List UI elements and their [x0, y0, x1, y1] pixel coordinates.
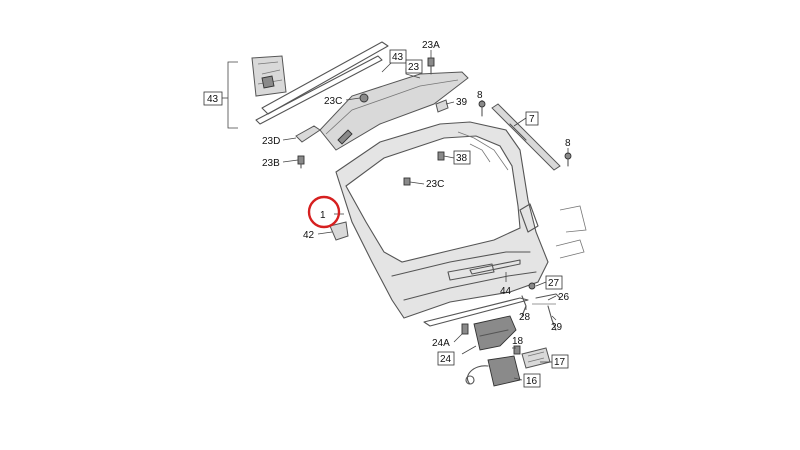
svg-text:23D: 23D: [262, 136, 280, 147]
label-28: 28: [519, 312, 531, 323]
part-26-cable-bracket: [532, 293, 561, 305]
svg-text:18: 18: [512, 336, 524, 347]
svg-text:27: 27: [548, 278, 560, 289]
part-23D-clip: [295, 125, 321, 143]
label-42: 42: [303, 230, 315, 241]
part-24A-screw: [461, 323, 469, 335]
label-43-left: 43: [203, 91, 223, 106]
svg-text:23C: 23C: [426, 179, 444, 190]
part-23B-screw: [297, 155, 305, 169]
part-8-ball-stud-top: [478, 100, 486, 117]
label-23: 23: [405, 59, 423, 74]
svg-text:38: 38: [456, 153, 468, 164]
label-24: 24: [437, 351, 455, 366]
svg-text:1: 1: [320, 210, 326, 221]
svg-text:23: 23: [408, 62, 420, 73]
label-38: 38: [453, 150, 471, 165]
svg-text:28: 28: [519, 312, 531, 323]
label-17: 17: [551, 354, 569, 369]
part-23-spoiler: [319, 71, 469, 151]
svg-text:17: 17: [554, 357, 566, 368]
part-16-actuator: [465, 355, 521, 387]
part-23C-nut-top: [359, 93, 369, 103]
svg-text:24: 24: [440, 354, 452, 365]
label-1: 1: [320, 210, 326, 221]
part-43-bag: [251, 55, 287, 97]
part-39-bracket: [435, 99, 449, 113]
label-29: 29: [551, 322, 563, 333]
svg-text:23C: 23C: [324, 96, 342, 107]
label-39: 39: [456, 97, 468, 108]
part-23C-nut-mid: [403, 177, 411, 186]
bracket-43: [227, 61, 238, 129]
label-7: 7: [525, 111, 539, 126]
label-23A: 23A: [422, 40, 440, 51]
label-23C-top: 23C: [324, 96, 342, 107]
label-43-top: 43: [389, 49, 407, 64]
svg-text:24A: 24A: [432, 338, 450, 349]
label-23C-mid: 23C: [426, 179, 444, 190]
label-8-right: 8: [565, 138, 571, 149]
part-23A-bolt: [427, 57, 435, 75]
part-17-switch: [521, 347, 551, 369]
part-7-gas-strut: [491, 103, 561, 171]
part-43-trim-strip: [255, 41, 389, 125]
label-27: 27: [545, 275, 563, 290]
label-24A: 24A: [432, 338, 450, 349]
part-38-stop: [437, 151, 445, 161]
svg-text:8: 8: [477, 90, 483, 101]
svg-text:8: 8: [565, 138, 571, 149]
part-44-trim: [469, 259, 521, 275]
part-8-ball-stud-right: [564, 152, 572, 167]
label-23D: 23D: [262, 136, 280, 147]
svg-text:26: 26: [558, 292, 570, 303]
part-27-screw: [528, 282, 536, 290]
highlight-circle: [307, 195, 341, 229]
svg-text:16: 16: [526, 376, 538, 387]
part-24-lock: [473, 315, 517, 351]
part-42-hinge: [329, 221, 349, 241]
label-8-top: 8: [477, 90, 483, 101]
label-26: 26: [558, 292, 570, 303]
svg-text:7: 7: [529, 114, 535, 125]
label-16: 16: [523, 373, 541, 388]
svg-text:23B: 23B: [262, 158, 280, 169]
part-18-screw: [513, 345, 521, 355]
svg-text:44: 44: [500, 286, 512, 297]
svg-text:23A: 23A: [422, 40, 440, 51]
svg-text:42: 42: [303, 230, 315, 241]
svg-text:29: 29: [551, 322, 563, 333]
svg-text:43: 43: [392, 52, 404, 63]
label-23B: 23B: [262, 158, 280, 169]
label-44: 44: [500, 286, 512, 297]
svg-text:39: 39: [456, 97, 468, 108]
label-18: 18: [512, 336, 524, 347]
svg-text:43: 43: [207, 94, 219, 105]
part-29-cable: [547, 305, 557, 331]
